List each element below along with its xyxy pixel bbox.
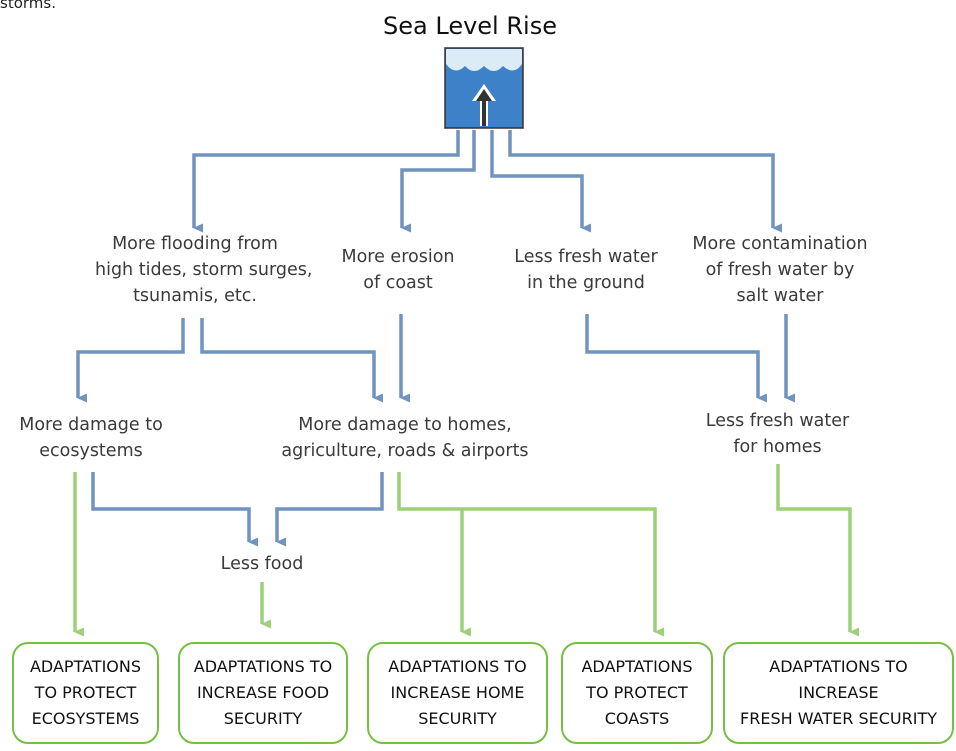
home-damage-node: More damage to homes, agriculture, roads… xyxy=(281,415,529,461)
cut-off-text-fragment: storms. xyxy=(0,0,56,12)
arrow-homes-to-food xyxy=(275,472,384,547)
arrow-flood-to-ecosystems xyxy=(76,318,185,403)
arrow-ecosystems-to-food xyxy=(91,472,258,547)
adapt-water-box: ADAPTATIONS TO INCREASE FRESH WATER SECU… xyxy=(723,642,954,744)
arrow-to-flooding xyxy=(192,130,460,233)
arrow-to-erosion xyxy=(400,130,476,233)
arrow-groundwater-to-homewater xyxy=(585,314,767,403)
arrow-homes-branch xyxy=(397,472,664,637)
flooding-node: More flooding from high tides, storm sur… xyxy=(95,234,313,306)
adapt-home-box: ADAPTATIONS TO INCREASE HOME SECURITY xyxy=(367,642,548,744)
ecosystem-damage-node: More damage to ecosystems xyxy=(19,415,163,461)
adapt-ecosystems-box: ADAPTATIONS TO PROTECT ECOSYSTEMS xyxy=(12,642,159,744)
less-groundwater-node: Less fresh water in the ground xyxy=(514,247,658,293)
arrow-flood-to-homes xyxy=(200,318,383,403)
arrow-to-groundwater xyxy=(490,130,591,233)
adapt-food-box: ADAPTATIONS TO INCREASE FOOD SECURITY xyxy=(178,642,348,744)
less-food-node: Less food xyxy=(220,554,304,574)
adapt-coasts-box: ADAPTATIONS TO PROTECT COASTS xyxy=(561,642,713,744)
erosion-node: More erosion of coast xyxy=(341,247,455,293)
sea-level-rise-icon xyxy=(444,47,524,129)
arrow-to-contamination xyxy=(508,130,782,233)
arrow-to-adapt-water xyxy=(776,464,859,637)
diagram-title: Sea Level Rise xyxy=(383,12,557,40)
contamination-node: More contamination of fresh water by sal… xyxy=(692,234,868,306)
less-home-water-node: Less fresh water for homes xyxy=(705,411,850,457)
